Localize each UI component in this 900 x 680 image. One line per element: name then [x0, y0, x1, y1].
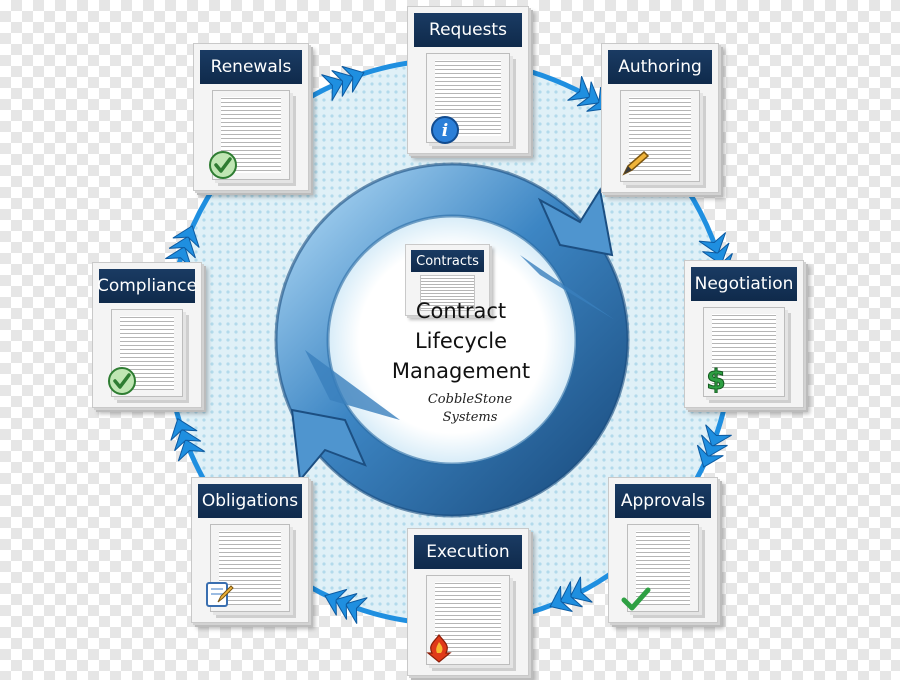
stage-label-requests: Requests	[414, 13, 522, 47]
flow-chevron-arrow	[170, 417, 205, 462]
stage-label-approvals: Approvals	[615, 484, 711, 518]
brand-line-1: CobbleStone	[427, 392, 513, 407]
document-page	[426, 575, 510, 665]
flame-arrow-icon	[426, 633, 452, 663]
dollar-sign-icon: $	[706, 363, 726, 393]
stage-card-renewals[interactable]: Renewals	[193, 43, 309, 191]
pencil-icon	[622, 150, 650, 176]
document-page	[210, 524, 290, 612]
stage-label-negotiation: Negotiation	[691, 267, 797, 301]
stage-card-approvals[interactable]: Approvals	[608, 477, 718, 623]
ring-arrowhead-lower-left	[290, 408, 367, 483]
contracts-card-label: Contracts	[411, 250, 484, 272]
flow-chevron-arrow	[549, 576, 593, 613]
center-title-line-2: Lifecycle	[414, 329, 508, 353]
ring-arrowhead-upper-right	[537, 187, 614, 257]
stage-label-compliance: Compliance	[97, 269, 197, 303]
stage-label-execution: Execution	[414, 535, 522, 569]
stage-label-obligations: Obligations	[198, 484, 302, 518]
stage-label-renewals: Renewals	[200, 50, 302, 84]
stage-card-execution[interactable]: Execution	[407, 528, 529, 676]
stage-card-negotiation[interactable]: Negotiation $	[684, 260, 804, 408]
flow-chevron-arrow	[321, 65, 365, 101]
check-circle-icon	[108, 367, 136, 395]
check-circle-icon	[209, 151, 237, 179]
svg-text:i: i	[442, 121, 448, 141]
flow-chevron-arrow	[165, 225, 200, 269]
flow-chevron-arrow	[324, 588, 368, 624]
notepad-pen-icon	[206, 582, 234, 607]
stage-card-compliance[interactable]: Compliance	[92, 262, 202, 408]
stage-card-obligations[interactable]: Obligations	[191, 477, 309, 623]
stage-card-requests[interactable]: Requests i	[407, 6, 529, 154]
center-title-line-1: Contract	[415, 299, 507, 323]
contracts-card[interactable]: Contracts	[405, 244, 490, 316]
stage-card-authoring[interactable]: Authoring	[601, 43, 719, 193]
checkmark-icon	[621, 587, 651, 611]
flow-chevron-arrow	[696, 424, 732, 468]
document-page	[426, 53, 510, 143]
center-title-line-3: Management	[391, 359, 531, 383]
central-cycle-arrow-ring	[274, 162, 630, 518]
document-page	[703, 307, 785, 397]
brand-line-2: Systems	[442, 410, 498, 425]
stage-label-authoring: Authoring	[608, 50, 712, 84]
document-page	[420, 275, 475, 311]
info-icon: i	[431, 116, 459, 144]
svg-text:$: $	[706, 363, 725, 393]
